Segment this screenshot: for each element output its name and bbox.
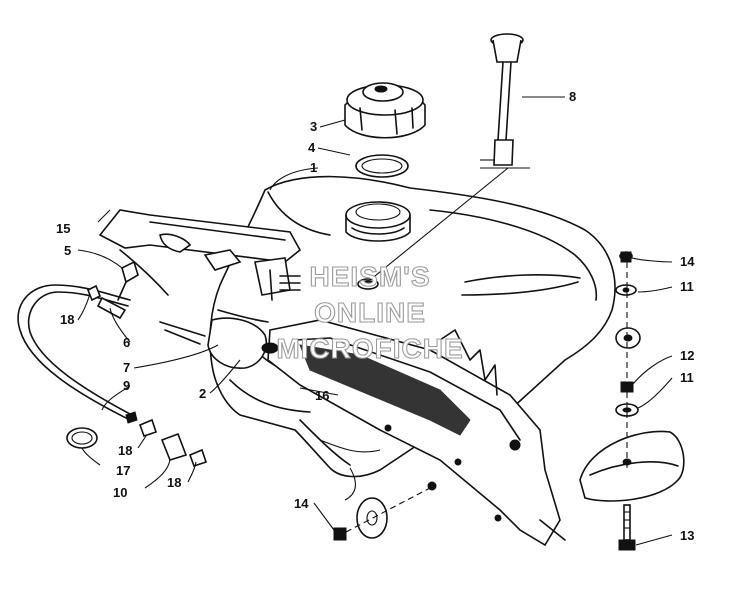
watermark-line-3: MICROFICHE — [276, 333, 463, 364]
callout-14-lower: 14 — [294, 496, 309, 511]
fuel-fittings — [86, 260, 279, 468]
gas-cap — [344, 82, 426, 139]
sender-grommet — [357, 278, 379, 290]
callout-17: 17 — [116, 463, 130, 478]
callout-15: 15 — [56, 221, 70, 236]
callout-13: 13 — [680, 528, 694, 543]
callout-1: 1 — [310, 160, 317, 175]
callout-7: 7 — [123, 360, 130, 375]
watermark-line-2: ONLINE — [314, 297, 426, 328]
mount-hardware — [615, 251, 641, 417]
fuel-sender — [480, 33, 524, 166]
fuel-hose — [17, 284, 138, 424]
hose-clamp — [66, 427, 98, 449]
mount-bolt — [618, 504, 636, 551]
callout-8-sender: 8 — [569, 89, 576, 104]
leader-lines — [77, 96, 673, 546]
callout-4: 4 — [308, 140, 316, 155]
mount-pad — [579, 262, 685, 502]
callout-5: 5 — [64, 243, 71, 258]
callout-10: 10 — [113, 485, 127, 500]
callout-16: 16 — [315, 388, 329, 403]
callout-12: 12 — [680, 348, 694, 363]
callouts: 3 4 1 8 15 5 18 6 7 9 2 16 18 17 10 18 1… — [56, 89, 695, 543]
tank-bracket — [98, 209, 302, 301]
callout-9: 9 — [123, 378, 130, 393]
callout-11-lower: 11 — [680, 370, 694, 385]
callout-6: 6 — [123, 335, 130, 350]
callout-18-upper: 18 — [60, 312, 74, 327]
filler-neck — [345, 201, 411, 242]
shroud — [267, 319, 566, 547]
callout-11-upper: 11 — [680, 279, 694, 294]
callout-18-middle: 18 — [118, 443, 132, 458]
cap-gasket — [355, 154, 409, 178]
watermark: HEISM'S ONLINE MICROFICHE — [276, 260, 463, 364]
lower-mount — [333, 481, 437, 541]
callout-3: 3 — [310, 119, 317, 134]
callout-14-upper: 14 — [680, 254, 695, 269]
callout-18-lower: 18 — [167, 475, 181, 490]
watermark-line-1: HEISM'S — [309, 261, 430, 292]
callout-2: 2 — [199, 386, 206, 401]
